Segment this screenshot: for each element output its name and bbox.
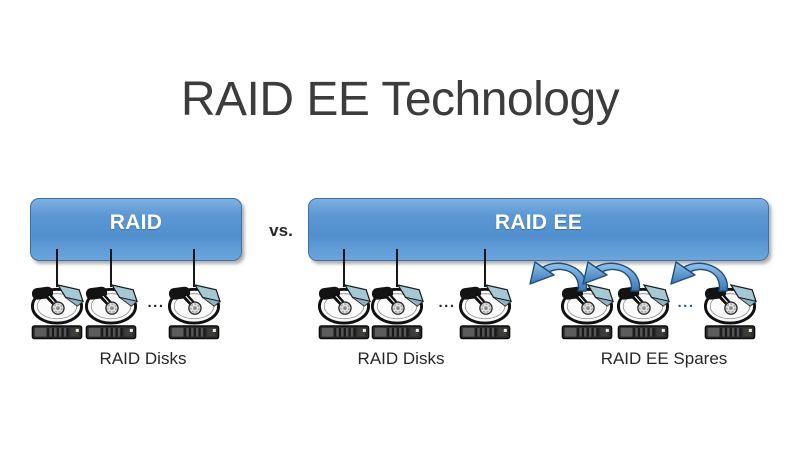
page-title: RAID EE Technology <box>180 73 620 126</box>
connector-line <box>110 249 112 287</box>
hdd-icon <box>458 284 512 340</box>
group-label-raid-disks-right: RAID Disks <box>357 349 445 368</box>
connector-line <box>56 249 58 287</box>
hdd-icon <box>317 284 371 340</box>
hdd-icon <box>30 284 84 340</box>
hdd-icon <box>167 284 221 340</box>
raid-ee-box-label: RAID EE <box>494 211 583 234</box>
group-label-raid-ee-spares: RAID EE Spares <box>600 349 728 368</box>
hdd-icon <box>703 284 757 340</box>
failover-arrow-icon <box>670 261 729 292</box>
raid-ee-box: RAID EE <box>308 198 769 261</box>
vs-label: vs. <box>269 221 293 240</box>
raid-box-label: RAID <box>109 211 163 234</box>
connector-line <box>396 249 398 287</box>
connector-line <box>343 249 345 287</box>
failover-arrow-icon <box>529 261 588 292</box>
connector-line <box>484 249 486 287</box>
hdd-icon <box>616 284 670 340</box>
ellipsis: ... <box>147 294 165 311</box>
hdd-icon <box>84 284 138 340</box>
ellipsis: ... <box>438 294 456 311</box>
failover-arrow-icon <box>582 261 641 292</box>
connector-line <box>193 249 195 287</box>
ellipsis: ... <box>677 294 695 311</box>
hdd-icon <box>370 284 424 340</box>
group-label-raid-disks-left: RAID Disks <box>99 349 187 368</box>
raid-box: RAID <box>30 198 242 261</box>
hdd-icon <box>560 284 614 340</box>
